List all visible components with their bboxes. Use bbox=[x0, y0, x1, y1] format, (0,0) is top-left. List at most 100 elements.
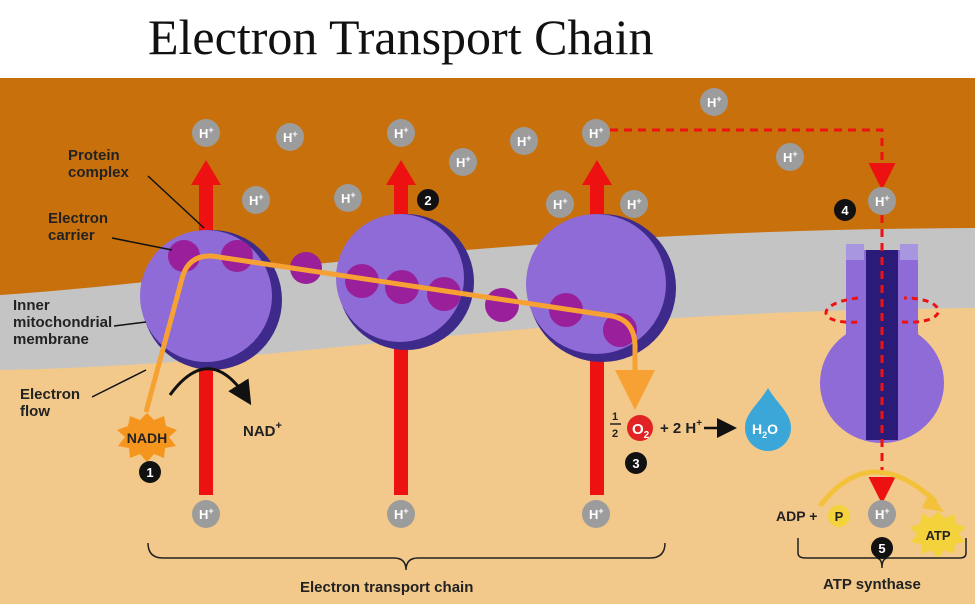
atp-synthase-top-left bbox=[846, 244, 864, 260]
proton-circle bbox=[242, 186, 270, 214]
proton-circle bbox=[192, 119, 220, 147]
proton-circle bbox=[868, 187, 896, 215]
water-drop bbox=[745, 388, 791, 451]
half-denominator: 2 bbox=[612, 428, 618, 440]
proton-circle bbox=[192, 500, 220, 528]
proton-bubble: H+ bbox=[449, 148, 477, 176]
proton-label: H+ bbox=[394, 506, 409, 522]
step-badge-4: 4 bbox=[834, 199, 856, 221]
phosphate-circle bbox=[828, 505, 850, 527]
electron-carrier-label: Electron carrier bbox=[48, 210, 108, 244]
electron-flow-path bbox=[143, 253, 655, 413]
atp-formation-arrow-head bbox=[922, 492, 944, 512]
svg-text:4: 4 bbox=[841, 203, 849, 218]
proton-bubble: H+ bbox=[582, 119, 610, 147]
electron-carrier-label-line-2: carrier bbox=[48, 227, 95, 244]
proton-bubble: H+ bbox=[700, 88, 728, 116]
atp-label: ATP bbox=[925, 528, 950, 543]
proton-circle bbox=[776, 143, 804, 171]
proton-label: H+ bbox=[456, 154, 471, 170]
membrane-label-line-2: mitochondrial bbox=[13, 314, 113, 331]
adp-label: ADP + bbox=[776, 508, 817, 524]
proton-label: H+ bbox=[249, 192, 264, 208]
etc-caption: Electron transport chain bbox=[300, 579, 474, 596]
proton-label: H+ bbox=[707, 94, 722, 110]
proton-label: H+ bbox=[589, 506, 604, 522]
protein-complex-1 bbox=[140, 230, 272, 362]
proton-label: H+ bbox=[394, 125, 409, 141]
protons: H+H+H+H+H+H+H+H+H+H+H+H+H+H+H+H+H+ bbox=[192, 88, 896, 528]
proton-bubble: H+ bbox=[334, 184, 362, 212]
step-badges: 1 2 3 4 5 bbox=[139, 189, 893, 559]
proton-pump-arrow-head-3 bbox=[582, 160, 612, 185]
proton-pump-arrow-head-2 bbox=[386, 160, 416, 185]
proton-circle bbox=[546, 190, 574, 218]
membrane-label-line-1: Inner bbox=[13, 297, 50, 314]
proton-circle bbox=[387, 500, 415, 528]
atp-synthase-caption: ATP synthase bbox=[823, 576, 921, 593]
svg-text:5: 5 bbox=[878, 541, 885, 556]
protein-complex-pointer bbox=[147, 175, 205, 229]
protein-complex-label-line-2: complex bbox=[68, 164, 129, 181]
electron-carrier-label-line-1: Electron bbox=[48, 210, 109, 227]
nad-plus-label: NAD+ bbox=[243, 420, 282, 440]
svg-text:3: 3 bbox=[632, 456, 639, 471]
page-title: Electron Transport Chain bbox=[148, 9, 654, 65]
proton-bubble: H+ bbox=[510, 127, 538, 155]
rotation-arrow bbox=[824, 296, 940, 324]
electron-flow-label-line-1: Electron bbox=[20, 386, 81, 403]
proton-label: H+ bbox=[875, 193, 890, 209]
proton-bubble: H+ bbox=[546, 190, 574, 218]
electron-carrier bbox=[427, 277, 461, 311]
proton-label: H+ bbox=[283, 129, 298, 145]
atp-synthase-bracket bbox=[797, 538, 967, 569]
water-label: H2O bbox=[752, 421, 778, 440]
step-badge-2: 2 bbox=[417, 189, 439, 211]
svg-text:1: 1 bbox=[146, 465, 153, 480]
membrane-pointer bbox=[113, 321, 147, 327]
etc-bracket bbox=[147, 542, 666, 571]
nadh-burst bbox=[117, 413, 177, 462]
proton-bubble: H+ bbox=[387, 500, 415, 528]
proton-circle bbox=[582, 119, 610, 147]
proton-bubble: H+ bbox=[776, 143, 804, 171]
proton-bubble: H+ bbox=[242, 186, 270, 214]
proton-label: H+ bbox=[783, 149, 798, 165]
proton-label: H+ bbox=[627, 196, 642, 212]
electron-carrier bbox=[485, 288, 519, 322]
proton-bubble: H+ bbox=[276, 123, 304, 151]
proton-bubble: H+ bbox=[192, 500, 220, 528]
atp-burst bbox=[910, 512, 966, 558]
proton-label: H+ bbox=[341, 190, 356, 206]
proton-circle bbox=[334, 184, 362, 212]
nadh-to-nad-arrow bbox=[168, 367, 252, 406]
proton-route-to-synthase bbox=[610, 128, 896, 190]
proton-label: H+ bbox=[199, 125, 214, 141]
atp-synthase-top-right bbox=[900, 244, 918, 260]
electron-flow-label: Electron flow bbox=[20, 386, 80, 420]
proton-circle bbox=[620, 190, 648, 218]
electron-flow-label-line-2: flow bbox=[20, 403, 50, 420]
phosphate-label: P bbox=[835, 509, 844, 524]
electron-carrier bbox=[221, 240, 253, 272]
proton-circle bbox=[700, 88, 728, 116]
proton-label: H+ bbox=[517, 133, 532, 149]
proton-label: H+ bbox=[553, 196, 568, 212]
atp-formation-arrow bbox=[818, 469, 938, 508]
electron-flow-pointer bbox=[91, 369, 147, 398]
oxygen-label: O2 bbox=[632, 421, 650, 441]
proton-circle bbox=[276, 123, 304, 151]
proton-label: H+ bbox=[589, 125, 604, 141]
proton-label: H+ bbox=[199, 506, 214, 522]
proton-pump-arrow-head-1 bbox=[191, 160, 221, 185]
proton-circle bbox=[510, 127, 538, 155]
step-badge-3: 3 bbox=[625, 452, 647, 474]
proton-bubble: H+ bbox=[620, 190, 648, 218]
half-numerator: 1 bbox=[612, 411, 618, 423]
protein-complex-label: Protein complex bbox=[68, 147, 129, 181]
svg-text:2: 2 bbox=[424, 193, 431, 208]
protein-complex-label-line-1: Protein bbox=[68, 147, 120, 164]
step-badge-1: 1 bbox=[139, 461, 161, 483]
